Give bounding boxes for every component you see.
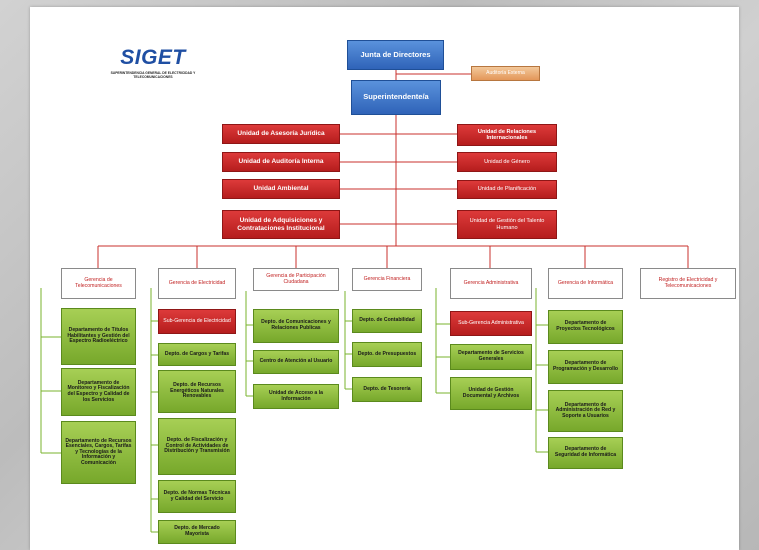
box-depto-presupuestos: Depto. de Presupuestos bbox=[352, 342, 422, 367]
box-gerencia-informatica: Gerencia de Informática bbox=[548, 268, 623, 299]
box-depto-contabilidad: Depto. de Contabilidad bbox=[352, 309, 422, 333]
box-depto-recursos-esenciales: Departamento de Recursos Esenciales, Car… bbox=[61, 421, 136, 484]
box-subgerencia-electricidad: Sub-Gerencia de Electricidad bbox=[158, 309, 236, 334]
box-unidad-asesoria-juridica: Unidad de Asesoría Jurídica bbox=[222, 124, 340, 144]
box-unidad-adquisiciones: Unidad de Adquisiciones y Contrataciones… bbox=[222, 210, 340, 239]
box-registro-electricidad-telecom: Registro de Electricidad y Telecomunicac… bbox=[640, 268, 736, 299]
box-subgerencia-administrativa: Sub-Gerencia Administrativa bbox=[450, 311, 532, 336]
box-superintendente: Superintendente/a bbox=[351, 80, 441, 115]
box-depto-comunicaciones: Depto. de Comunicaciones y Relaciones Pu… bbox=[253, 309, 339, 343]
box-depto-recursos-energeticos: Depto. de Recursos Energéticos Naturales… bbox=[158, 370, 236, 413]
box-depto-programacion-desarrollo: Departamento de Programación y Desarroll… bbox=[548, 350, 623, 384]
box-unidad-acceso-informacion: Unidad de Acceso a la Información bbox=[253, 384, 339, 409]
box-gerencia-financiera: Gerencia Financiera bbox=[352, 268, 422, 291]
box-depto-administracion-red: Departamento de Administración de Red y … bbox=[548, 390, 623, 432]
box-depto-normas-tecnicas: Depto. de Normas Técnicas y Calidad del … bbox=[158, 480, 236, 513]
box-depto-tesoreria: Depto. de Tesorería bbox=[352, 377, 422, 402]
box-gerencia-electricidad: Gerencia de Electricidad bbox=[158, 268, 236, 299]
logo-wordmark: SIGET bbox=[120, 46, 186, 69]
box-centro-atencion-usuario: Centro de Atención al Usuario bbox=[253, 350, 339, 374]
box-depto-proyectos-tecnologicos: Departamento de Proyectos Tecnológicos bbox=[548, 310, 623, 344]
box-gerencia-telecomunicaciones: Gerencia de Telecomunicaciones bbox=[61, 268, 136, 299]
box-gerencia-administrativa: Gerencia Administrativa bbox=[450, 268, 532, 299]
box-depto-cargos-tarifas: Depto. de Cargos y Tarifas bbox=[158, 343, 236, 366]
box-unidad-gestion-documental: Unidad de Gestión Documental y Archivos bbox=[450, 377, 532, 410]
box-depto-servicios-generales: Departamento de Servicios Generales bbox=[450, 344, 532, 370]
siget-logo: SIGET SUPERINTENDENCIA GENERAL DE ELECTR… bbox=[103, 46, 203, 88]
box-unidad-gestion-talento-humano: Unidad de Gestión del Talento Humano bbox=[457, 210, 557, 239]
box-depto-fiscalizacion-control: Depto. de Fiscalización y Control de Act… bbox=[158, 418, 236, 475]
box-unidad-ambiental: Unidad Ambiental bbox=[222, 179, 340, 199]
box-depto-seguridad-informatica: Departamento de Seguridad de Informática bbox=[548, 437, 623, 469]
box-unidad-auditoria-interna: Unidad de Auditoría Interna bbox=[222, 152, 340, 172]
logo-subtitle: SUPERINTENDENCIA GENERAL DE ELECTRICIDAD… bbox=[110, 71, 196, 79]
box-depto-mercado-mayorista: Depto. de Mercado Mayorista bbox=[158, 520, 236, 544]
box-depto-monitoreo-fiscalizacion: Departamento de Monitoreo y Fiscalizació… bbox=[61, 368, 136, 416]
box-junta-directores: Junta de Directores bbox=[347, 40, 444, 70]
box-unidad-planificacion: Unidad de Planificación bbox=[457, 180, 557, 199]
box-gerencia-participacion-ciudadana: Gerencia de Participación Ciudadana bbox=[253, 268, 339, 291]
box-depto-titulos-habilitantes: Departamento de Títulos Habilitantes y G… bbox=[61, 308, 136, 365]
box-auditoria-externa: Auditoría Externa bbox=[471, 66, 540, 81]
box-unidad-genero: Unidad de Género bbox=[457, 152, 557, 172]
box-unidad-relaciones-internacionales: Unidad de Relaciones Internacionales bbox=[457, 124, 557, 146]
